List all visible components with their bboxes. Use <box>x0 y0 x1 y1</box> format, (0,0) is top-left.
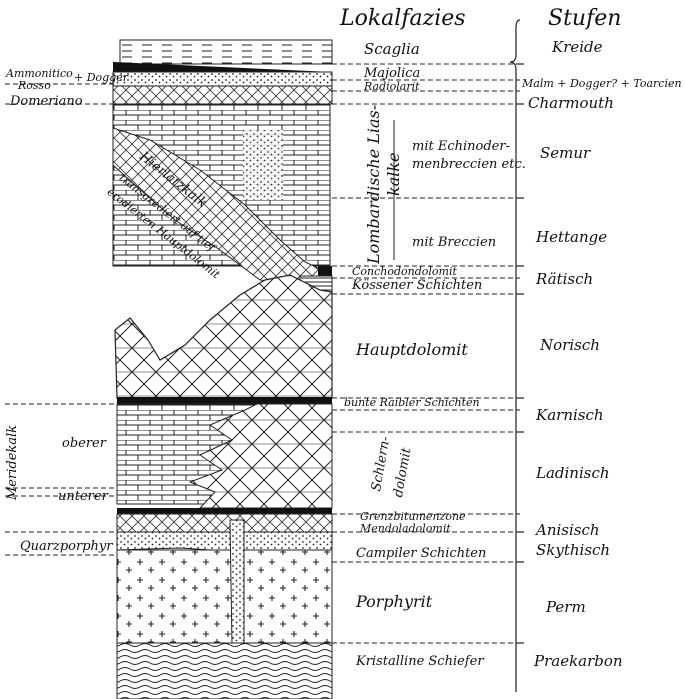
facies-porphyrit: Porphyrit <box>356 594 432 610</box>
layer-kristalline-schiefer <box>117 643 332 699</box>
stufe-kreide: Kreide <box>552 40 603 55</box>
facies-scaglia: Scaglia <box>364 42 420 57</box>
layer-scaglia <box>120 40 332 64</box>
facies-raibler: bunte Raibler Schichten <box>344 397 480 408</box>
stufe-ladinisch: Ladinisch <box>536 466 610 481</box>
facies-conchodon: Conchodondolomit <box>352 266 457 277</box>
facies-echinoderm-2: menbreccien etc. <box>412 158 526 171</box>
layer-hauptdolomit <box>115 275 332 398</box>
layer-mendola <box>117 514 332 532</box>
left-dogger: + Dogger <box>74 72 128 83</box>
stufe-perm: Perm <box>546 600 586 615</box>
left-oberer: oberer <box>62 437 106 450</box>
left-unterer: unterer <box>58 490 108 503</box>
facies-mendola: Mendoladolomit <box>360 523 451 534</box>
stufe-hettange: Hettange <box>536 230 607 245</box>
stufe-norisch: Norisch <box>540 338 600 353</box>
facies-kristallin: Kristalline Schiefer <box>356 655 484 668</box>
layer-porphyrit <box>117 550 332 643</box>
left-boundaries <box>5 84 117 555</box>
header-lokalfazies: Lokalfazies <box>340 8 466 30</box>
left-ammonitico: Ammonitico <box>6 68 73 79</box>
facies-koessener: Kössener Schichten <box>352 279 482 292</box>
stufe-karnisch: Karnisch <box>536 408 604 423</box>
facies-majolica: Majolica <box>364 67 420 80</box>
stufe-praekarbon: Praekarbon <box>534 654 623 669</box>
facies-radiolarit: Radiolarit <box>364 81 420 92</box>
layer-radiolarit <box>113 86 332 104</box>
facies-hauptdolomit: Hauptdolomit <box>356 342 468 358</box>
facies-grenzbitumen: Grenzbitumenzone <box>360 511 466 522</box>
layer-echinoderm-patch <box>243 130 283 200</box>
stufe-anisisch: Anisisch <box>536 523 600 538</box>
stufe-raetisch: Rätisch <box>536 272 593 287</box>
stufe-skythisch: Skythisch <box>536 543 610 558</box>
layer-ammonitico <box>113 72 332 86</box>
layer-raibler <box>117 397 332 404</box>
layer-grenzbitumen <box>117 508 332 514</box>
facies-campiler: Campiler Schichten <box>356 547 486 560</box>
stage-braces <box>510 20 524 692</box>
left-rosso: Rosso <box>18 80 51 91</box>
left-quarzporphyr: Quarzporphyr <box>20 540 112 553</box>
layer-porphyry-dyke <box>230 520 244 645</box>
facies-breccien: mit Breccien <box>412 236 496 249</box>
header-stufen: Stufen <box>548 8 621 30</box>
column-layers <box>113 40 332 699</box>
facies-lias-label: Lombardische Lias- <box>366 105 382 264</box>
layer-conchodon <box>318 266 332 276</box>
stufe-semur: Semur <box>540 146 590 161</box>
facies-echinoderm-1: mit Echinoder- <box>412 140 510 153</box>
stufe-malm: Malm + Dogger? + Toarcien <box>522 78 682 89</box>
facies-lias-label-2: kalke <box>386 152 402 196</box>
stufe-charmouth: Charmouth <box>528 96 614 111</box>
left-meridekalk: Meridekalk <box>6 425 19 500</box>
left-domeriano: Domeriano <box>10 95 83 108</box>
